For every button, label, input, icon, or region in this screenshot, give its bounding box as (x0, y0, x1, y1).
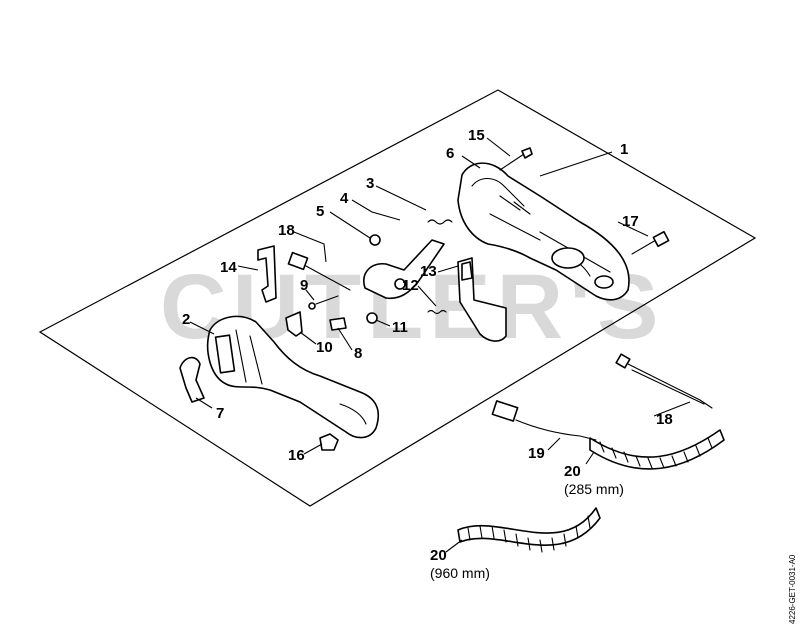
label-part-18-upper: 18 (278, 222, 295, 239)
label-part-15: 15 (468, 127, 485, 144)
pin-5 (369, 234, 381, 246)
label-part-16: 16 (288, 447, 305, 464)
label-part-10: 10 (316, 339, 333, 356)
label-part-18-lower: 18 (656, 411, 673, 428)
spring-3 (427, 219, 453, 225)
label-part-20-lower: 20 (430, 547, 447, 564)
handle-half-right (457, 162, 630, 301)
nut-11 (366, 312, 378, 324)
screw-15 (499, 147, 533, 171)
label-part-1: 1 (620, 141, 628, 158)
leader-lines (189, 137, 691, 553)
label-part-8: 8 (354, 345, 362, 362)
label-part-2: 2 (182, 311, 190, 328)
label-part-5: 5 (316, 203, 324, 220)
label-part-19: 19 (528, 445, 545, 462)
trigger-13 (457, 257, 507, 342)
label-part-13: 13 (420, 263, 437, 280)
bracket-10 (285, 311, 303, 337)
label-size-960: (960 mm) (430, 565, 490, 581)
handle-half-left (206, 315, 380, 439)
label-part-17: 17 (622, 213, 639, 230)
label-size-285: (285 mm) (564, 481, 624, 497)
cable-19 (491, 400, 597, 441)
label-part-20-upper: 20 (564, 463, 581, 480)
lever-4 (363, 239, 445, 300)
cable-18-lower (615, 353, 713, 409)
nut-16 (319, 433, 339, 451)
coil-cable-285 (589, 429, 725, 470)
label-part-12: 12 (402, 277, 419, 294)
spring-12 (427, 309, 447, 315)
screw-17 (631, 230, 670, 255)
coil-cable-960 (457, 507, 601, 553)
label-part-6: 6 (446, 145, 454, 162)
drawing-code: 4226-GET-0031-A0 (788, 554, 797, 624)
label-part-4: 4 (340, 190, 349, 207)
connector-18-upper (287, 251, 351, 291)
clip-14 (257, 245, 277, 303)
label-part-7: 7 (216, 405, 224, 422)
assembly-frame (38, 89, 757, 507)
lever-7 (179, 356, 205, 403)
label-part-11: 11 (392, 319, 408, 336)
clip-8 (329, 317, 347, 331)
label-part-14: 14 (220, 259, 237, 276)
label-part-3: 3 (366, 175, 374, 192)
label-part-9: 9 (300, 277, 308, 294)
screw-9 (308, 295, 339, 310)
